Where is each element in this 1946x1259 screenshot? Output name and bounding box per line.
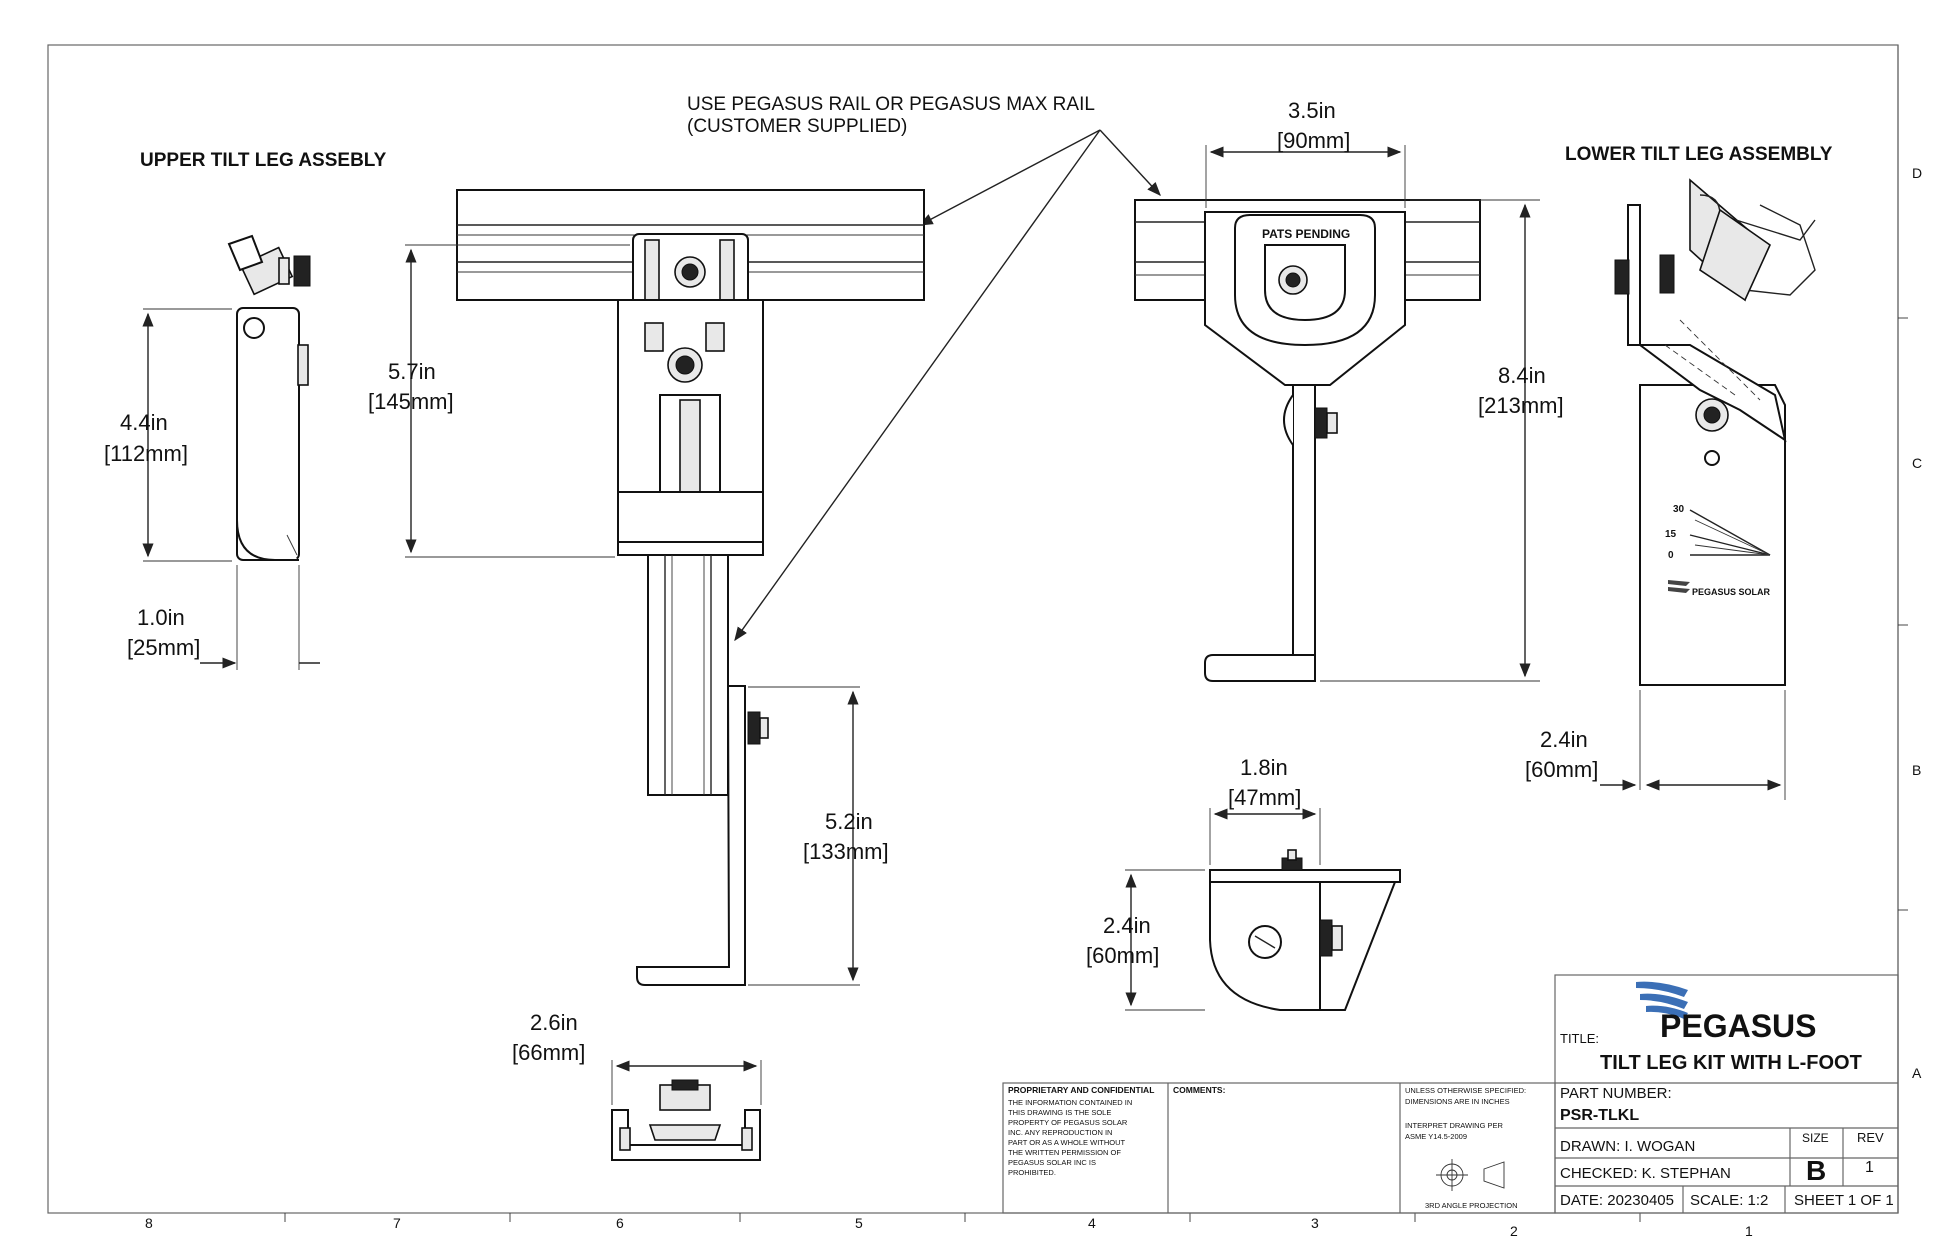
lfoot-width-mm: [47mm] [1228,785,1301,810]
row-labels: D C B A [1912,165,1922,1081]
interpret-line-2: ASME Y14.5-2009 [1405,1132,1467,1141]
rail-note-line1: USE PEGASUS RAIL OR PEGASUS MAX RAIL [687,94,1095,115]
rail-note-line2: (CUSTOMER SUPPLIED) [687,116,907,137]
zone-col-7: 7 [393,1215,401,1231]
zone-row-d: D [1912,165,1922,181]
upper-tilt-leg-view [227,234,311,561]
proprietary-line-3: PROPERTY OF PEGASUS SOLAR [1008,1118,1128,1127]
size-value: B [1806,1155,1826,1186]
center-height-in: 5.7in [388,359,436,384]
zone-row-a: A [1912,1065,1922,1081]
lfoot-detail-view [1209,849,1401,1011]
zone-col-5: 5 [855,1215,863,1231]
top-width-in: 3.5in [1288,98,1336,123]
column-labels: 8 7 6 5 4 3 2 1 [145,1215,1753,1239]
gauge-logo-text: PEGASUS SOLAR [1692,587,1771,597]
interpret-line-1: INTERPRET DRAWING PER [1405,1121,1504,1130]
proprietary-line-1: THE INFORMATION CONTAINED IN [1008,1098,1132,1107]
upper-width-mm: [25mm] [127,635,200,660]
foot-height-dimension: 5.2in [133mm] [748,686,889,986]
lower-view-title: LOWER TILT LEG ASSEMBLY [1565,144,1833,165]
zone-col-6: 6 [616,1215,624,1231]
lfoot-width-in: 1.8in [1240,755,1288,780]
spec-line-2: DIMENSIONS ARE IN INCHES [1405,1097,1510,1106]
proprietary-line-7: PEGASUS SOLAR INC IS [1008,1158,1096,1167]
foot-height-mm: [133mm] [803,839,889,864]
lower-width-dimension: 2.4in [60mm] [1525,690,1786,800]
zone-col-8: 8 [145,1215,153,1231]
lower-width-in: 2.4in [1540,727,1588,752]
lower-tilt-leg-view: 30 15 0 PEGASUS SOLAR [1614,178,1816,686]
bottom-width-mm: [66mm] [512,1040,585,1065]
zone-col-1: 1 [1745,1223,1753,1239]
proprietary-line-6: THE WRITTEN PERMISSION OF [1008,1148,1121,1157]
zone-ticks [284,317,1908,1222]
drawing-title: TILT LEG KIT WITH L-FOOT [1600,1052,1862,1074]
drawn-by: DRAWN: I. WOGAN [1560,1138,1695,1155]
company-name: PEGASUS [1660,1008,1816,1044]
title-label: TITLE: [1560,1031,1599,1046]
zone-col-3: 3 [1311,1215,1319,1231]
lfoot-height-mm: [60mm] [1086,943,1159,968]
center-assembly-view [456,189,925,986]
sheet-border [47,44,1899,1214]
size-label: SIZE [1802,1131,1829,1145]
proprietary-line-2: THIS DRAWING IS THE SOLE [1008,1108,1111,1117]
comments-label: COMMENTS: [1173,1085,1226,1095]
part-number: PSR-TLKL [1560,1107,1639,1124]
title-block: PROPRIETARY AND CONFIDENTIAL THE INFORMA… [1002,974,1899,1214]
part-number-label: PART NUMBER: [1560,1085,1672,1102]
center-height-dimension: 5.7in [145mm] [368,244,630,558]
rev-label: REV [1857,1130,1884,1145]
angle-mark-30: 30 [1673,504,1685,515]
drawing-scale: SCALE: 1:2 [1690,1192,1768,1209]
top-width-mm: [90mm] [1277,128,1350,153]
upper-height-dimension: 4.4in [112mm] [104,308,232,562]
upper-width-in: 1.0in [137,605,185,630]
sheet-number: SHEET 1 OF 1 [1794,1192,1894,1209]
top-width-dimension: 3.5in [90mm] [1205,98,1406,208]
upper-height-mm: [112mm] [104,441,188,466]
spec-line-1: UNLESS OTHERWISE SPECIFIED: [1405,1086,1526,1095]
lower-height-in: 8.4in [1498,363,1546,388]
foot-height-in: 5.2in [825,809,873,834]
proprietary-line-5: PART OR AS A WHOLE WITHOUT [1008,1138,1126,1147]
lfoot-height-dimension: 2.4in [60mm] [1086,869,1205,1011]
bottom-view [611,1079,761,1161]
upper-height-in: 4.4in [120,410,168,435]
lfoot-width-dimension: 1.8in [47mm] [1209,755,1321,865]
proprietary-line-8: PROHIBITED. [1008,1168,1056,1177]
pats-pending-label: PATS PENDING [1262,227,1350,241]
projection-symbol-icon [1436,1159,1505,1191]
checked-by: CHECKED: K. STEPHAN [1560,1165,1731,1182]
center-height-mm: [145mm] [368,389,454,414]
zone-col-4: 4 [1088,1215,1096,1231]
pegasus-logo-icon [1636,981,1688,1019]
front-view: PATS PENDING [1134,199,1481,682]
bottom-width-dimension: 2.6in [66mm] [512,1010,762,1105]
bottom-width-in: 2.6in [530,1010,578,1035]
projection-label: 3RD ANGLE PROJECTION [1425,1201,1518,1210]
angle-mark-0: 0 [1668,550,1674,561]
lower-height-mm: [213mm] [1478,393,1564,418]
angle-mark-15: 15 [1665,529,1677,540]
upper-width-dimension: 1.0in [25mm] [127,565,320,670]
lfoot-height-in: 2.4in [1103,913,1151,938]
rev-value: 1 [1865,1159,1874,1176]
upper-view-title: UPPER TILT LEG ASSEBLY [140,150,387,171]
lower-height-dimension: 8.4in [213mm] [1320,199,1564,682]
proprietary-line-4: INC. ANY REPRODUCTION IN [1008,1128,1112,1137]
proprietary-heading: PROPRIETARY AND CONFIDENTIAL [1008,1085,1154,1095]
zone-row-c: C [1912,455,1922,471]
zone-row-b: B [1912,762,1921,778]
drawing-date: DATE: 20230405 [1560,1192,1674,1209]
lower-width-mm: [60mm] [1525,757,1598,782]
zone-col-2: 2 [1510,1223,1518,1239]
rail-callout-leaders [734,129,1161,642]
